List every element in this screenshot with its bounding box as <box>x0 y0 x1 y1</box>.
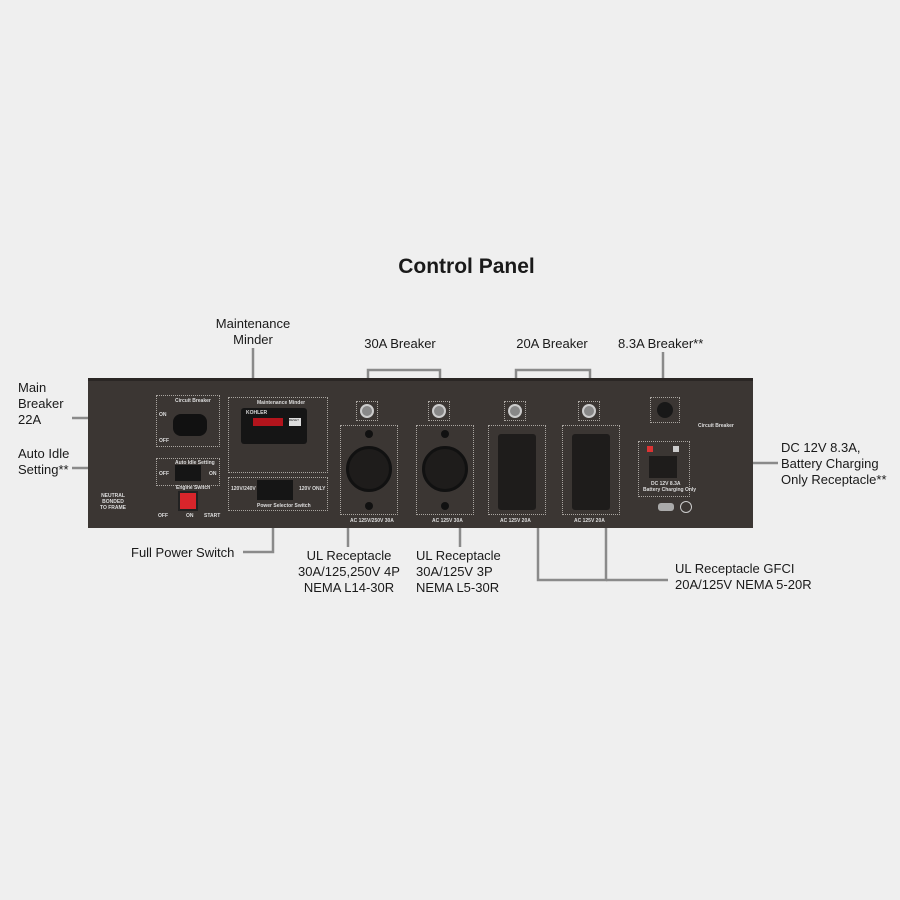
breaker-8-3a[interactable] <box>650 397 680 423</box>
mode-120-only-label: 120V ONLY <box>299 486 326 492</box>
on-label: ON <box>159 412 167 418</box>
callout-30a-breaker: 30A Breaker <box>364 336 436 351</box>
start-button[interactable] <box>178 491 198 511</box>
ground-wingnut[interactable] <box>658 503 674 511</box>
on-label: ON <box>186 513 194 519</box>
reset-button[interactable]: RESET <box>289 418 301 426</box>
breaker-30a-1[interactable] <box>356 401 378 421</box>
maintenance-minder: Maintenance Minder KOHLER RESET <box>228 397 328 473</box>
dc-receptacle[interactable]: DC 12V 8.3A Battery Charging Only <box>638 441 696 497</box>
dc-note: Battery Charging Only <box>643 487 697 493</box>
plus-icon <box>647 446 653 452</box>
off-label: OFF <box>159 471 169 477</box>
circuit-breaker-label: Circuit Breaker <box>175 398 211 404</box>
callout-20a-breaker: 20A Breaker <box>516 336 588 351</box>
receptacle-l5-30r[interactable] <box>416 425 474 515</box>
on-label: ON <box>209 471 217 477</box>
off-label: OFF <box>158 513 168 519</box>
breaker-20a-1[interactable] <box>504 401 526 421</box>
engine-switch-label: Engine Switch <box>176 485 211 491</box>
power-selector: 120V/240V 120V ONLY Power Selector Switc… <box>228 477 328 511</box>
power-selector-label: Power Selector Switch <box>257 503 311 509</box>
control-panel: Circuit Breaker ON OFF Auto Idle Setting… <box>88 378 753 528</box>
main-breaker-switch[interactable] <box>173 414 207 436</box>
auto-idle-area: Auto Idle Setting OFF ON <box>156 458 220 486</box>
gfci-rating-1: AC 125V 20A <box>500 518 531 524</box>
auto-idle-switch[interactable] <box>175 465 201 481</box>
page-title: Control Panel <box>398 255 535 278</box>
gfci-rating-2: AC 125V 20A <box>574 518 605 524</box>
receptacle-gfci-1[interactable] <box>488 425 546 515</box>
receptacle-gfci-2[interactable] <box>562 425 620 515</box>
full-power-switch[interactable] <box>257 480 293 500</box>
display-screen <box>253 418 283 426</box>
start-label: START <box>204 513 221 519</box>
ground-icon <box>680 501 692 513</box>
off-label: OFF <box>159 438 169 444</box>
maintenance-minder-label: Maintenance Minder <box>257 400 306 406</box>
dc-circuit-breaker-label: Circuit Breaker <box>698 423 734 429</box>
minus-icon <box>673 446 679 452</box>
auto-idle-label: Auto Idle Setting <box>175 460 215 466</box>
callout-8-3a-breaker: 8.3A Breaker** <box>618 336 704 351</box>
mode-120-240-label: 120V/240V <box>231 486 256 492</box>
l5-rating: AC 125V 30A <box>432 518 463 524</box>
main-breaker-area: Circuit Breaker ON OFF <box>156 395 220 447</box>
callout-full-power-switch: Full Power Switch <box>131 545 235 560</box>
l14-rating: AC 125V/250V 30A <box>350 518 394 524</box>
minder-display: KOHLER RESET <box>241 408 307 444</box>
dc-rating: DC 12V 8.3A <box>651 481 681 487</box>
breaker-20a-2[interactable] <box>578 401 600 421</box>
breaker-30a-2[interactable] <box>428 401 450 421</box>
kohler-logo: KOHLER <box>246 410 268 416</box>
receptacle-l14-30r[interactable] <box>340 425 398 515</box>
